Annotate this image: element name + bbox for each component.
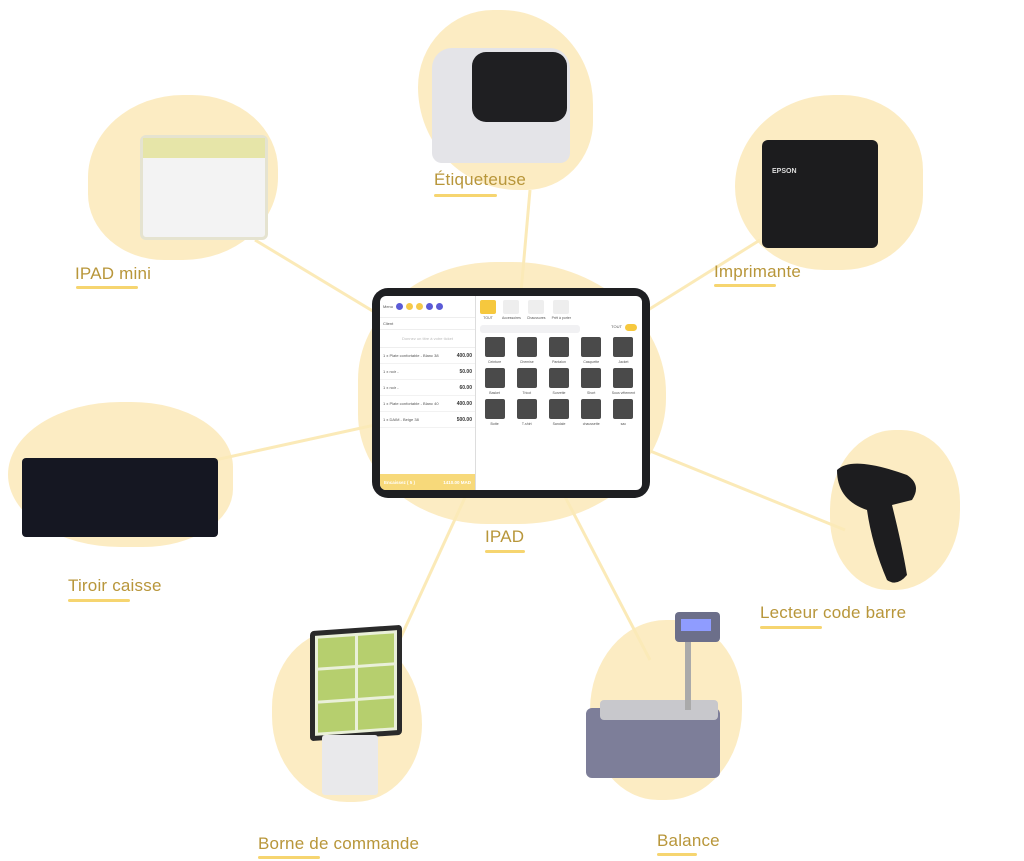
product-tile[interactable]: Jacket (609, 337, 638, 364)
product-tile[interactable]: Casquette (577, 337, 606, 364)
label-printer-image (432, 48, 570, 163)
label-borne-de-commande: Borne de commande (258, 834, 420, 853)
product-name: Survette (552, 391, 566, 395)
product-tile[interactable]: chaussette (577, 399, 606, 426)
product-image (548, 368, 569, 388)
client-label: Client (383, 321, 394, 326)
product-name: Chemise (519, 360, 534, 364)
product-image (516, 337, 537, 357)
underline (68, 599, 130, 602)
scale-pole (685, 640, 691, 710)
product-name: Tricot (522, 391, 532, 395)
product-tile[interactable]: Chemise (512, 337, 541, 364)
product-name: Botte (490, 422, 499, 426)
product-tile[interactable]: Short (577, 368, 606, 395)
product-name: Pantalon (552, 360, 566, 364)
category-accessoires[interactable]: Accessoires (502, 300, 521, 320)
kiosk-base (322, 735, 378, 795)
label-balance: Balance (657, 831, 720, 850)
product-image (581, 399, 602, 419)
product-name: Sandale (552, 422, 566, 426)
underline (76, 286, 138, 289)
toggle-label: TOUT (611, 324, 622, 329)
product-tile[interactable]: Pantalon (544, 337, 573, 364)
ticket-title-input[interactable]: Donnez un titre à votre ticket (380, 329, 475, 348)
product-name: Jacket (618, 360, 629, 364)
product-tile[interactable]: Sous vêtement (609, 368, 638, 395)
scale-platform (600, 700, 718, 720)
product-tile[interactable]: Ceinture (480, 337, 509, 364)
product-image (516, 399, 537, 419)
underline (434, 194, 497, 197)
product-name: Ceinture (487, 360, 502, 364)
product-name: sac (620, 422, 627, 426)
label-ipad-mini: IPAD mini (75, 264, 152, 283)
product-image (613, 399, 634, 419)
product-image (581, 368, 602, 388)
product-name: Sous vêtement (611, 391, 636, 395)
toggle-switch[interactable] (625, 324, 637, 331)
product-image (548, 337, 569, 357)
product-tile[interactable]: Sandale (544, 399, 573, 426)
category-chaussures[interactable]: Chaussures (527, 300, 546, 320)
ticket-line[interactable]: 1 x noir -50.00 (380, 364, 475, 380)
label-tiroir-caisse: Tiroir caisse (68, 576, 162, 595)
printer-brand: EPSON (772, 168, 797, 175)
underline (657, 853, 697, 856)
ipad-mini-image (140, 135, 268, 240)
underline (760, 626, 822, 629)
product-name: Casquette (583, 360, 600, 364)
barcode-scanner-image (837, 463, 916, 583)
product-image (613, 337, 634, 357)
product-image (484, 337, 505, 357)
label-etiqueteuse: Étiqueteuse (434, 170, 526, 189)
kiosk-image (310, 624, 402, 742)
product-image (548, 399, 569, 419)
product-image (516, 368, 537, 388)
product-image (581, 337, 602, 357)
product-tile[interactable]: Botte (480, 399, 509, 426)
label-imprimante: Imprimante (714, 262, 802, 281)
product-tile[interactable]: Tricot (512, 368, 541, 395)
product-tile[interactable]: Survette (544, 368, 573, 395)
category-pret-a-porter[interactable]: Prêt à porter (552, 300, 571, 320)
checkout-button[interactable]: Encaissez ( 5 )1410.00 MAD (380, 474, 475, 490)
product-image (484, 399, 505, 419)
underline (485, 550, 525, 553)
product-name: chaussette (582, 422, 600, 426)
product-name: Basket (489, 391, 500, 395)
label-lecteur-code-barre: Lecteur code barre (760, 603, 907, 622)
label-ipad: IPAD (485, 527, 525, 546)
menu-button[interactable]: Menu (383, 304, 394, 309)
product-name: Short (587, 391, 596, 395)
underline (258, 856, 320, 859)
total: 1410.00 MAD (443, 479, 471, 485)
underline (714, 284, 776, 287)
scale-display (675, 612, 720, 642)
ipad-device: Menu Client Donnez un titre à votre tick… (372, 288, 650, 498)
product-tile[interactable]: Basket (480, 368, 509, 395)
product-tile[interactable]: T-shirt (512, 399, 541, 426)
receipt-printer-image: EPSON (762, 140, 878, 248)
search-input[interactable] (480, 325, 580, 333)
category-tout[interactable]: TOUT (480, 300, 496, 320)
product-name: T-shirt (521, 422, 532, 426)
ticket-line[interactable]: 1 x noir -60.00 (380, 380, 475, 396)
product-image (613, 368, 634, 388)
cash-drawer-image (22, 458, 218, 537)
product-tile[interactable]: sac (609, 399, 638, 426)
product-image (484, 368, 505, 388)
